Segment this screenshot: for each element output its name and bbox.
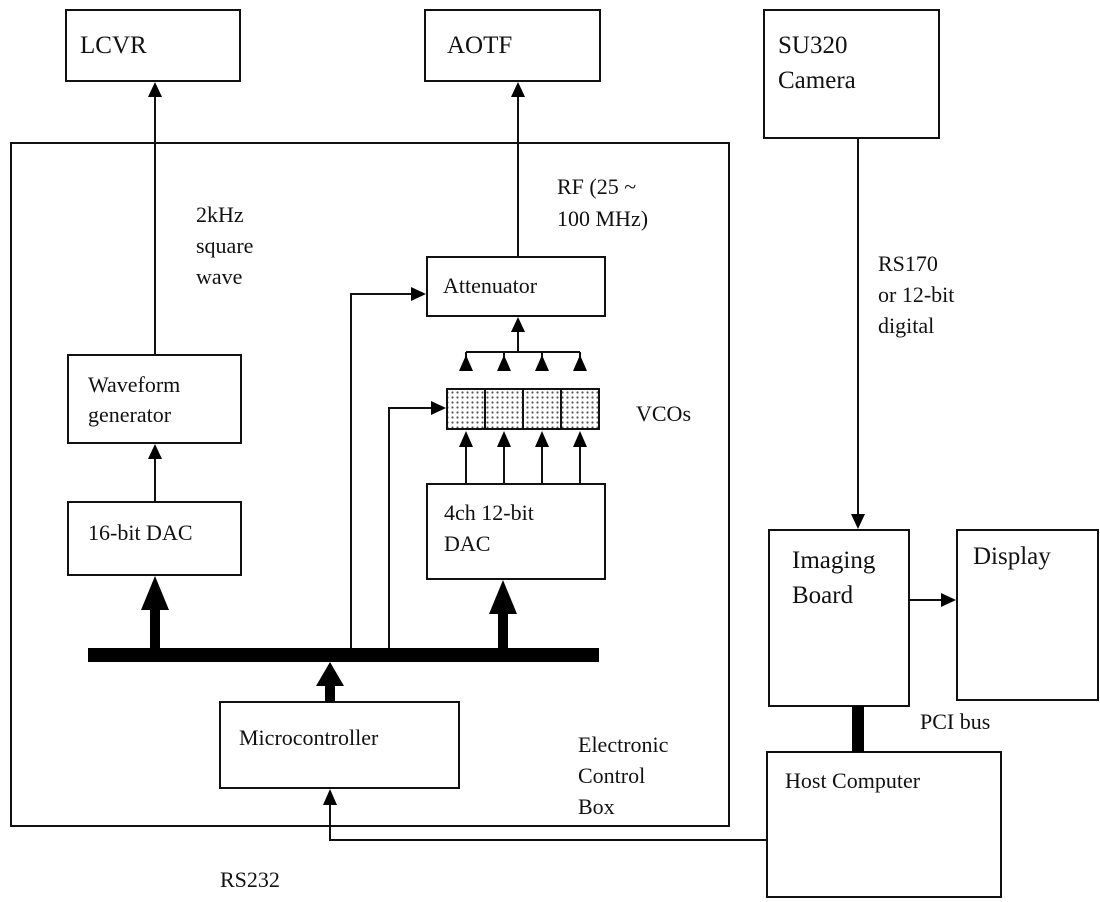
- square-wave-line2: square: [196, 233, 253, 258]
- vco-cell-2: [484, 388, 524, 430]
- bus-attenuator-arrow: [411, 287, 426, 301]
- microcontroller-label: Microcontroller: [239, 725, 379, 750]
- bus-dac4-arrow-head: [489, 580, 517, 614]
- square-wave-line3: wave: [196, 264, 242, 289]
- vco-cell-4: [560, 388, 600, 430]
- imaging-board-box: [768, 529, 910, 707]
- rf-label-line2: 100 MHz): [557, 206, 648, 231]
- waveform-generator-box: [67, 354, 242, 444]
- waveform-label-line2: generator: [88, 402, 172, 427]
- control-box-label-line2: Control: [578, 763, 645, 788]
- rs232-arrow: [323, 789, 337, 805]
- bus-dac16-arrow-shaft: [150, 608, 160, 648]
- pci-bus-label: PCI bus: [920, 709, 990, 734]
- data-bus: [88, 648, 599, 662]
- dac16-box: [67, 501, 242, 576]
- dac4-box: [426, 483, 606, 580]
- micro-bus-arrow-shaft: [325, 684, 335, 702]
- lcvr-label: LCVR: [80, 32, 147, 59]
- attenuator-arrow-head: [511, 317, 525, 332]
- aotf-box: [424, 9, 601, 82]
- camera-signal-line1: RS170: [878, 251, 938, 276]
- bus-vco-line: [388, 407, 431, 648]
- micro-bus-arrow-head: [316, 662, 344, 686]
- lcvr-arrow-head: [148, 82, 162, 97]
- display-box: [956, 529, 1099, 701]
- dac4-label-line1: 4ch 12-bit: [444, 500, 534, 525]
- rs232-line: [329, 805, 767, 841]
- vco2-out-arrow: [497, 355, 511, 371]
- vco-cell-1: [446, 388, 486, 430]
- square-wave-line1: 2kHz: [196, 202, 244, 227]
- camera-label-line2: Camera: [778, 67, 856, 94]
- aotf-arrow-head: [511, 82, 525, 97]
- imaging-display-arrow: [941, 593, 956, 607]
- bus-vco-arrow: [431, 401, 446, 415]
- rf-label-line1: RF (25 ~: [557, 174, 636, 199]
- dac4-vco1-arrow: [459, 431, 473, 447]
- imaging-label-line2: Board: [792, 582, 854, 609]
- control-box-label-line3: Box: [578, 794, 615, 819]
- waveform-arrow-head: [148, 444, 162, 459]
- aotf-label: AOTF: [447, 32, 512, 59]
- camera-signal-line3: digital: [878, 313, 934, 338]
- display-label: Display: [973, 543, 1051, 570]
- dac4-vco4-arrow: [573, 431, 587, 447]
- dac4-label-line2: DAC: [444, 531, 490, 556]
- waveform-label-line1: Waveform: [88, 372, 180, 397]
- vco1-out-arrow: [459, 355, 473, 371]
- bus-attenuator-line: [350, 293, 411, 648]
- pci-bus-bar: [852, 706, 864, 752]
- camera-box: [763, 9, 940, 139]
- imaging-label-line1: Imaging: [792, 547, 876, 574]
- host-computer-label: Host Computer: [785, 768, 921, 793]
- camera-imaging-arrow: [851, 514, 865, 529]
- microcontroller-box: [219, 701, 460, 789]
- vco3-out-arrow: [535, 355, 549, 371]
- bus-dac16-arrow-head: [141, 576, 169, 610]
- dac4-vco2-arrow: [497, 431, 511, 447]
- bus-dac4-arrow-shaft: [498, 612, 508, 648]
- vco4-out-arrow: [573, 355, 587, 371]
- control-box-label-line1: Electronic: [578, 732, 669, 757]
- dac4-vco3-arrow: [535, 431, 549, 447]
- rs232-label: RS232: [220, 867, 280, 892]
- attenuator-label: Attenuator: [443, 273, 538, 298]
- host-computer-box: [766, 751, 1002, 898]
- lcvr-box: [65, 9, 241, 82]
- vcos-label: VCOs: [636, 401, 691, 426]
- attenuator-box: [426, 256, 606, 317]
- vco-cell-3: [522, 388, 562, 430]
- camera-signal-line2: or 12-bit: [878, 282, 954, 307]
- dac16-label: 16-bit DAC: [88, 520, 193, 545]
- camera-label-line1: SU320: [778, 32, 847, 59]
